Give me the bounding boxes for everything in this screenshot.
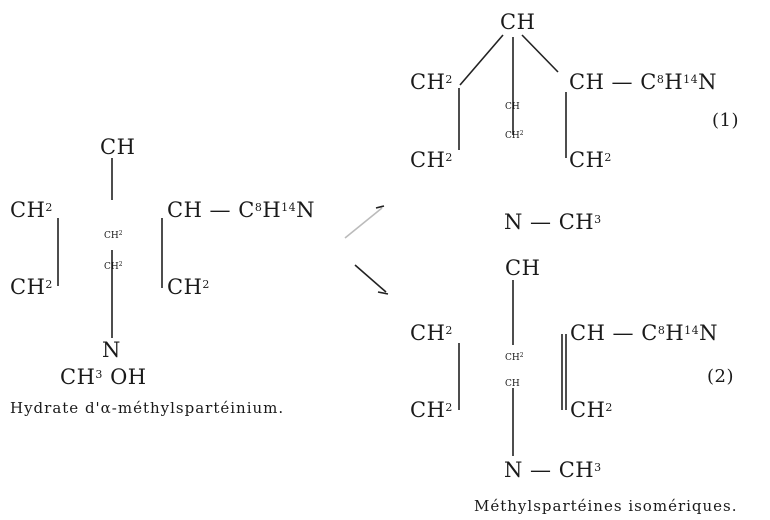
iso1-n-ch3: N — CH3 xyxy=(504,210,602,234)
left-inner-ch2-1: CH2 xyxy=(104,230,123,241)
left-top-ch: CH xyxy=(100,135,136,159)
left-ch-c8h14n: CH — C8H14N xyxy=(167,198,316,222)
iso2-ch2-right: CH2 xyxy=(570,398,613,422)
iso1-label: (1) xyxy=(712,110,739,131)
left-ch2-right: CH2 xyxy=(167,275,210,299)
iso2-top-ch: CH xyxy=(505,256,541,280)
iso1-ch2-right: CH2 xyxy=(569,148,612,172)
left-ch2-a: CH2 xyxy=(10,198,53,222)
left-n: N xyxy=(102,338,121,362)
iso2-label: (2) xyxy=(707,366,734,387)
iso2-ch2-a: CH2 xyxy=(410,321,453,345)
iso1-inner-ch2-2: CH2 xyxy=(505,130,524,141)
arrow-top xyxy=(344,207,383,239)
left-ch3-oh: CH3 OH xyxy=(60,365,147,389)
iso2-inner-ch2: CH2 xyxy=(505,352,524,363)
bond-iso1-top-left xyxy=(459,34,504,86)
iso2-inner-ch: CH xyxy=(505,379,520,389)
iso2-ch-c8h14n: CH — C8H14N xyxy=(570,321,719,345)
iso1-ch2-b: CH2 xyxy=(410,148,453,172)
iso1-ch-c8h14n: CH — C8H14N xyxy=(569,70,718,94)
iso2-ch2-b: CH2 xyxy=(410,398,453,422)
iso1-inner-ch2-1: CH xyxy=(505,102,520,112)
right-caption: Méthylspartéines isomériques. xyxy=(474,497,738,515)
arrow-top-head xyxy=(375,205,385,209)
arrow-bottom-head xyxy=(377,291,389,295)
left-inner-ch2-2: CH2 xyxy=(104,261,123,272)
left-ch2-b: CH2 xyxy=(10,275,53,299)
iso1-top-ch: CH xyxy=(500,10,536,34)
iso1-ch2-a: CH2 xyxy=(410,70,453,94)
bond-iso1-top-right xyxy=(521,34,559,73)
arrow-bottom xyxy=(354,264,387,293)
iso2-n-ch3: N — CH3 xyxy=(504,458,602,482)
left-caption: Hydrate d'α-méthylspartéinium. xyxy=(10,399,285,417)
